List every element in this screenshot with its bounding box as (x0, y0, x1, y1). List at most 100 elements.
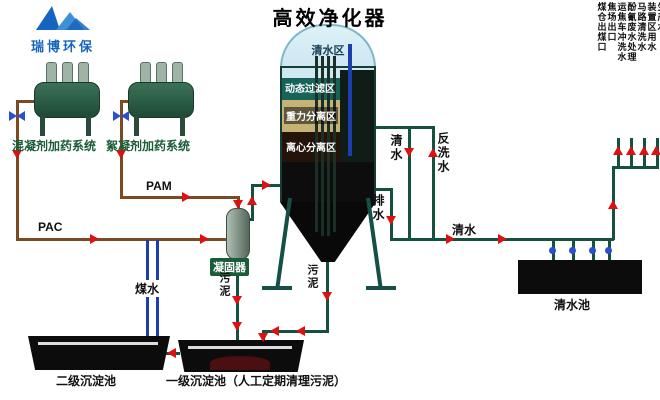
coagulator-vessel (226, 208, 250, 260)
flocculant-tank-leg (180, 116, 185, 136)
purifier-foot-right (366, 286, 396, 290)
pipe-clearwater-vertical (408, 126, 411, 240)
zone-clear-water-label: 清水区 (311, 45, 345, 57)
pipe-clearwater-top (374, 126, 435, 129)
flow-arrow-left (270, 326, 279, 336)
pipe-distribution-header (612, 166, 659, 169)
reuse-label: 装置区用水 (646, 2, 657, 52)
logo-text: 瑞博环保 (30, 39, 95, 54)
pam-label: PAM (146, 179, 172, 193)
coagulant-tank-leg (86, 116, 91, 136)
coagulant-tank-leg (40, 116, 45, 136)
reuse-label: 马路清洗水 (636, 2, 647, 52)
pac-label: PAC (38, 220, 63, 234)
sludge-label-left: 污泥 (218, 272, 230, 298)
coal-water-label: 煤水 (134, 280, 161, 297)
purifier-internal-pipe (327, 56, 330, 236)
pipe-sludge-horizontal (262, 330, 329, 333)
pipe-pac-horizontal (16, 238, 228, 241)
pipe-pac-vertical (16, 102, 19, 240)
clear-water-down-label: 清水 (389, 134, 403, 162)
backwash-label: 反洗水 (436, 132, 450, 174)
flow-arrow-up (613, 146, 623, 155)
clear-water-pool (518, 260, 642, 294)
flocculant-tank-agitator (156, 62, 167, 84)
basin-waterline (38, 342, 158, 345)
pipe-drain-stub (374, 188, 392, 191)
purifier-leg-left (275, 197, 292, 288)
reuse-label: 运焦车冲洗水 (616, 2, 627, 62)
reuse-label: 煤仓出煤口 (596, 2, 607, 52)
flow-arrow-right (90, 234, 99, 244)
drain-label: 排水 (371, 194, 385, 222)
zone-gravity-label: 重力分离区 (284, 107, 338, 124)
primary-basin-label: 一级沉淀池（人工定期清理污泥） (166, 374, 347, 388)
flow-arrow-down (386, 216, 396, 225)
flow-arrow-up (651, 146, 660, 155)
flow-arrow-right (446, 234, 455, 244)
flow-arrow-down (404, 148, 414, 157)
flocculant-tank-agitator (172, 62, 183, 84)
coagulator-label: 凝固器 (210, 258, 249, 276)
purifier-internal-pipe (321, 56, 324, 236)
flow-arrow-up (608, 200, 618, 209)
flow-arrow-up (428, 148, 438, 157)
valve-icon (9, 111, 17, 121)
pipe-coagulant-outlet (16, 100, 38, 103)
flow-arrow-down (322, 292, 332, 301)
pipe-backwash-vertical (432, 126, 435, 240)
purifier-internal-backwash-pipe (348, 44, 352, 156)
flow-arrow-left (296, 326, 305, 336)
valve-icon (17, 111, 25, 121)
purifier-internal-pipe (315, 56, 318, 232)
flow-arrow-down (116, 150, 126, 159)
internal-media-strip (340, 70, 374, 162)
purifier-internal-pipe (333, 56, 336, 232)
secondary-basin-label: 二级沉淀池 (56, 374, 117, 388)
pipe-pam-horizontal (120, 196, 240, 199)
flow-arrow-right (200, 234, 209, 244)
flocculant-tank-agitator (140, 62, 151, 84)
coagulant-tank-agitator (46, 62, 57, 84)
reuse-label: 焦场出口 (606, 2, 617, 42)
reuse-label: 酚氰废水处理 (626, 2, 637, 62)
pipe-coagulator-outlet (246, 218, 254, 221)
pool-valve-icon (589, 247, 596, 254)
flocculant-tank (128, 82, 194, 118)
logo-mark-icon (36, 6, 90, 30)
pool-valve-icon (549, 247, 556, 254)
flow-arrow-left (167, 348, 176, 358)
coagulant-tank-agitator (78, 62, 89, 84)
valve-icon (121, 111, 129, 121)
coagulant-tank (34, 82, 100, 118)
basin-waterline (188, 346, 292, 349)
flocculant-system-label: 絮凝剂加药系统 (106, 139, 191, 153)
zone-dynamic-filter-label: 动态过滤区 (285, 84, 335, 95)
pipe-drain-vertical (390, 188, 393, 240)
flow-arrow-up (626, 146, 636, 155)
clear-pool-label: 清水池 (554, 298, 591, 312)
flocculant-tank-leg (134, 116, 139, 136)
pool-valve-icon (605, 247, 612, 254)
coagulant-system-label: 混凝剂加药系统 (12, 139, 97, 153)
flow-arrow-right (182, 192, 191, 202)
flow-arrow-right (498, 234, 507, 244)
zone-centrifugal-label: 离心分离区 (286, 143, 336, 154)
flow-arrow-down (232, 296, 242, 305)
valve-icon (113, 111, 121, 121)
clear-water-to-pool-label: 清水 (452, 223, 477, 237)
flow-arrow-down (12, 150, 22, 159)
sludge-mound (210, 356, 270, 370)
logo: 瑞博环保 (28, 4, 98, 55)
flow-arrow-up (247, 196, 257, 205)
secondary-sedimentation-basin (28, 336, 170, 370)
page-title: 高效净化器 (272, 8, 388, 30)
reuse-label: 生产水 (656, 2, 660, 32)
flow-arrow-down (233, 200, 243, 209)
flow-arrow-down (232, 322, 242, 331)
flow-arrow-down (258, 333, 268, 342)
reuse-labels: 煤仓出煤口焦场出口运焦车冲洗水酚氰废水处理马路清洗水装置区用水生产水 (596, 2, 660, 62)
sludge-label-center: 污泥 (306, 264, 318, 290)
coagulant-tank-agitator (62, 62, 73, 84)
